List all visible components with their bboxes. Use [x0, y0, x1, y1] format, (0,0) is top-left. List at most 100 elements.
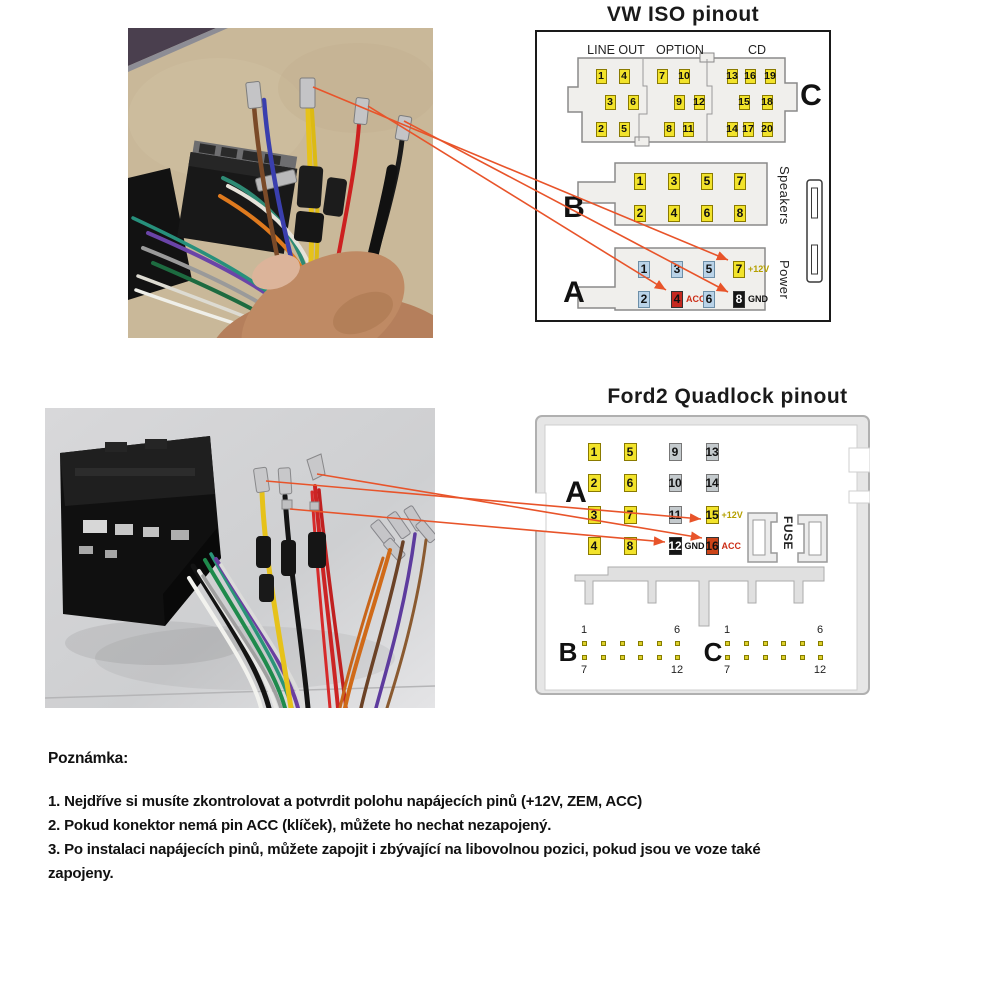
hand: [216, 251, 433, 338]
vw-diagram-title: VW ISO pinout: [606, 3, 760, 26]
pin-4: 4: [668, 204, 680, 222]
note-line-1: 1. Nejdříve si musíte zkontrolovat a pot…: [48, 793, 643, 810]
section-c-letter: C: [703, 637, 723, 667]
pin-dot: [619, 654, 625, 660]
pin-7: 7: [734, 172, 746, 190]
pin-8: 8: [663, 121, 675, 137]
pin-8: 8: [734, 204, 746, 222]
pin-3: 3: [671, 260, 683, 278]
pin-1: 1: [595, 68, 607, 84]
pin-6: 6: [623, 474, 637, 492]
pin-dot: [780, 654, 786, 660]
corner-label-12: 12: [813, 664, 827, 676]
pin-dot: [817, 640, 823, 646]
iso-connector-lower: [128, 168, 192, 300]
pin-2: 2: [638, 290, 650, 308]
pin-2: 2: [634, 204, 646, 222]
wire-yellow: [259, 489, 294, 708]
pin-13: 13: [726, 68, 738, 84]
wire-blue: [261, 97, 297, 273]
quadlock-harness-photo-svg: [45, 408, 435, 708]
pin-dot: [724, 640, 730, 646]
pin-5: 5: [618, 121, 630, 137]
note-line-2: 2. Pokud konektor nemá pin ACC (klíček),…: [48, 817, 552, 834]
pin-4: 4: [671, 290, 683, 308]
pin-3: 3: [587, 506, 601, 524]
corner-label-1: 1: [580, 624, 588, 636]
note-line-4: zapojeny.: [48, 865, 114, 882]
notes-heading: Poznámka:: [48, 750, 129, 767]
pin-18: 18: [761, 94, 773, 110]
pin-16: 16: [744, 68, 756, 84]
pin-1: 1: [634, 172, 646, 190]
section-b-letter: B: [563, 191, 585, 224]
pin-15: 15: [738, 94, 750, 110]
pin-dot: [600, 640, 606, 646]
pin-4: 4: [587, 537, 601, 555]
pin-dot: [743, 640, 749, 646]
pin-dot: [674, 654, 680, 660]
quadlock-harness-photo: [45, 408, 435, 708]
notes-block: Poznámka: 1. Nejdříve si musíte zkontrol…: [48, 750, 978, 886]
pin-tag-4: ACC: [686, 294, 706, 304]
corner-label-6: 6: [816, 624, 824, 636]
pin-dot: [799, 640, 805, 646]
pin-3: 3: [604, 94, 616, 110]
pin-tag-7: +12V: [748, 264, 770, 274]
pin-19: 19: [764, 68, 776, 84]
pin-8: 8: [623, 537, 637, 555]
pin-1: 1: [587, 443, 601, 461]
vw-iso-diagram: LINE OUT OPTION CD C B A Speakers Power …: [535, 30, 831, 322]
comb-divider: [574, 566, 825, 627]
pin-7: 7: [623, 506, 637, 524]
pin-11: 11: [682, 121, 694, 137]
pin-dot: [762, 640, 768, 646]
power-label: Power: [777, 260, 792, 300]
pin-7: 7: [733, 260, 745, 278]
tape-band: [296, 165, 324, 209]
connector-c-tab-bottom: [634, 136, 650, 147]
pin-dot: [600, 654, 606, 660]
pin-16: 16: [705, 537, 719, 555]
pin-dot: [799, 654, 805, 660]
group-label-line-out: LINE OUT: [587, 43, 645, 57]
pin-dot: [780, 640, 786, 646]
pin-9: 9: [673, 94, 685, 110]
pin-dot: [674, 640, 680, 646]
pin-10: 10: [668, 474, 682, 492]
pin-tag-8: GND: [748, 294, 768, 304]
pin-dot: [637, 640, 643, 646]
shrink-band: [256, 536, 271, 568]
wire-brown: [251, 103, 283, 273]
pin-7: 7: [656, 68, 668, 84]
pin-6: 6: [701, 204, 713, 222]
pin-tag-12: GND: [684, 541, 705, 551]
pin-tag-15: +12V: [721, 510, 743, 520]
connector-key-bar: [806, 179, 823, 283]
section-b-letter: B: [558, 637, 578, 667]
pin-2: 2: [587, 474, 601, 492]
ford-diagram-title: Ford2 Quadlock pinout: [607, 385, 848, 408]
group-label-cd: CD: [747, 43, 767, 57]
pin-6: 6: [703, 290, 715, 308]
pin-6: 6: [627, 94, 639, 110]
pin-dot: [656, 640, 662, 646]
housing-notch: [848, 447, 870, 473]
pin-12: 12: [693, 94, 705, 110]
iso-harness-photo: [128, 28, 433, 338]
pin-3: 3: [668, 172, 680, 190]
section-a-letter: A: [563, 276, 585, 309]
group-label-option: OPTION: [656, 43, 704, 57]
pin-5: 5: [623, 443, 637, 461]
pin-13: 13: [705, 443, 719, 461]
speakers-label: Speakers: [777, 166, 792, 225]
pin-dot: [743, 654, 749, 660]
pin-14: 14: [726, 121, 738, 137]
pin-2: 2: [595, 121, 607, 137]
iso-connector-upper: [177, 140, 298, 254]
pin-15: 15: [705, 506, 719, 524]
pin-8: 8: [733, 290, 745, 308]
pin-dot: [637, 654, 643, 660]
pin-11: 11: [668, 506, 682, 524]
